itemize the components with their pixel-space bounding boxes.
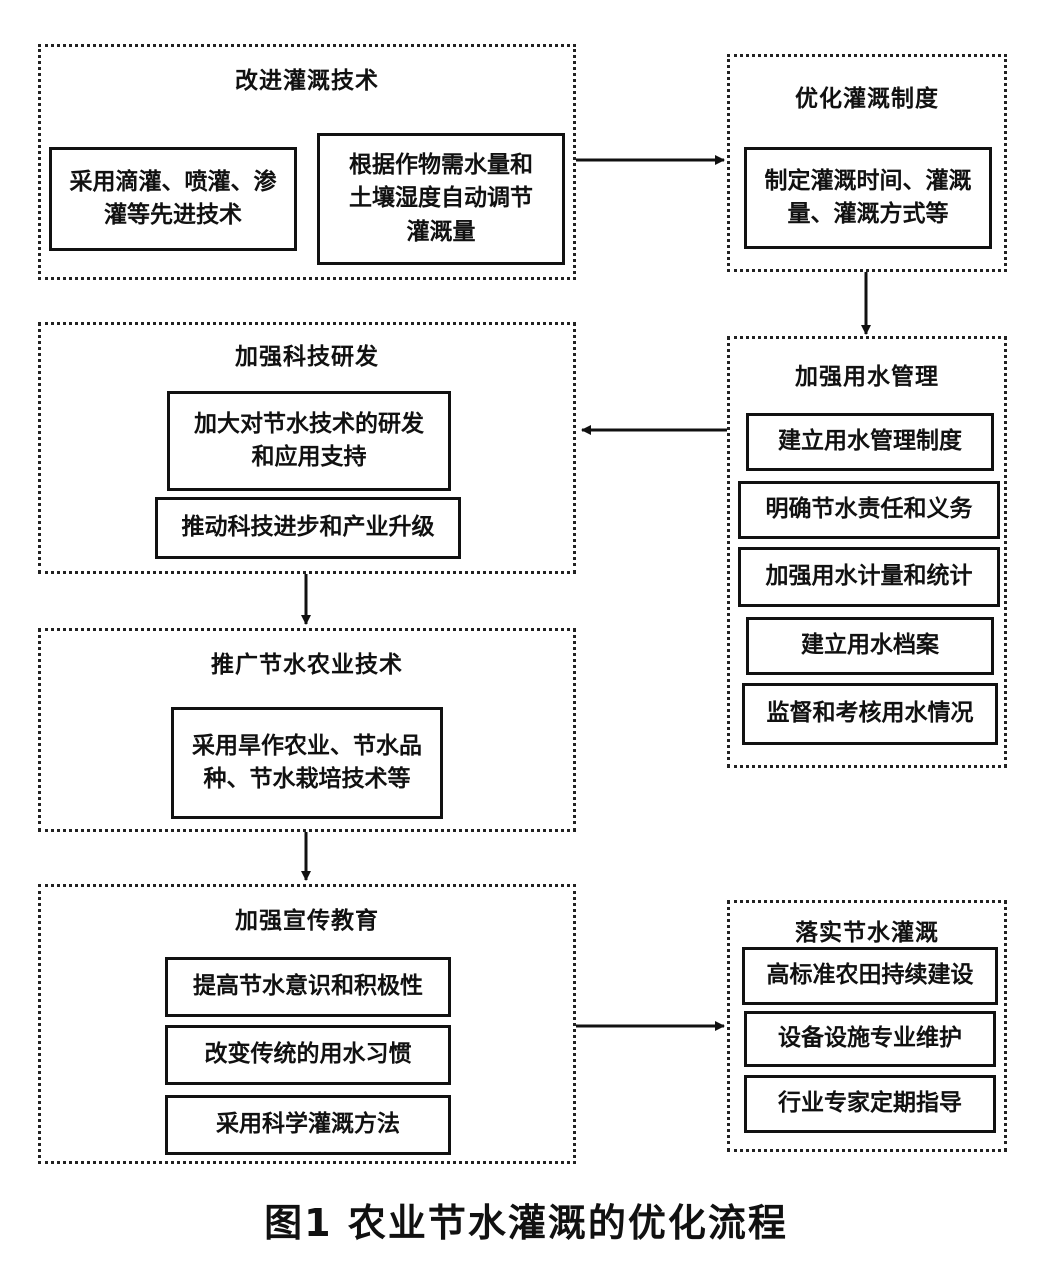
- group-title: 优化灌溉制度: [795, 86, 939, 112]
- item-box: 加大对节水技术的研发 和应用支持: [167, 391, 451, 491]
- group-water-management: 加强用水管理 建立用水管理制度 明确节水责任和义务 加强用水计量和统计 建立用水…: [727, 336, 1007, 768]
- group-implement-irrigation: 落实节水灌溉 高标准农田持续建设 设备设施专业维护 行业专家定期指导: [727, 900, 1007, 1152]
- item-box: 提高节水意识和积极性: [165, 957, 451, 1017]
- item-box: 加强用水计量和统计: [738, 547, 1000, 607]
- group-promote-agriculture: 推广节水农业技术 采用旱作农业、节水品 种、节水栽培技术等: [38, 628, 576, 832]
- item-box: 监督和考核用水情况: [742, 683, 998, 745]
- item-box: 推动科技进步和产业升级: [155, 497, 461, 559]
- item-box: 采用滴灌、喷灌、渗 灌等先进技术: [49, 147, 297, 251]
- group-title: 加强宣传教育: [235, 908, 379, 934]
- item-box: 采用旱作农业、节水品 种、节水栽培技术等: [171, 707, 443, 819]
- item-box: 制定灌溉时间、灌溉 量、灌溉方式等: [744, 147, 992, 249]
- item-box: 设备设施专业维护: [744, 1011, 996, 1067]
- group-title: 加强用水管理: [795, 364, 939, 390]
- item-box: 高标准农田持续建设: [742, 947, 998, 1005]
- item-box: 建立用水档案: [746, 617, 994, 675]
- top-strip: [0, 0, 1052, 8]
- item-box: 行业专家定期指导: [744, 1075, 996, 1133]
- group-title: 落实节水灌溉: [795, 920, 939, 946]
- item-box: 改变传统的用水习惯: [165, 1025, 451, 1085]
- item-box: 采用科学灌溉方法: [165, 1095, 451, 1155]
- item-box: 根据作物需水量和 土壤湿度自动调节 灌溉量: [317, 133, 565, 265]
- figure-caption: 图1 农业节水灌溉的优化流程: [264, 1201, 788, 1245]
- group-improve-irrigation: 改进灌溉技术 采用滴灌、喷灌、渗 灌等先进技术 根据作物需水量和 土壤湿度自动调…: [38, 44, 576, 280]
- group-title: 加强科技研发: [235, 344, 379, 370]
- group-title: 改进灌溉技术: [235, 68, 379, 94]
- group-optimize-system: 优化灌溉制度 制定灌溉时间、灌溉 量、灌溉方式等: [727, 54, 1007, 272]
- item-box: 明确节水责任和义务: [738, 481, 1000, 539]
- group-education: 加强宣传教育 提高节水意识和积极性 改变传统的用水习惯 采用科学灌溉方法: [38, 884, 576, 1164]
- item-box: 建立用水管理制度: [746, 413, 994, 471]
- group-tech-research: 加强科技研发 加大对节水技术的研发 和应用支持 推动科技进步和产业升级: [38, 322, 576, 574]
- group-title: 推广节水农业技术: [211, 652, 403, 678]
